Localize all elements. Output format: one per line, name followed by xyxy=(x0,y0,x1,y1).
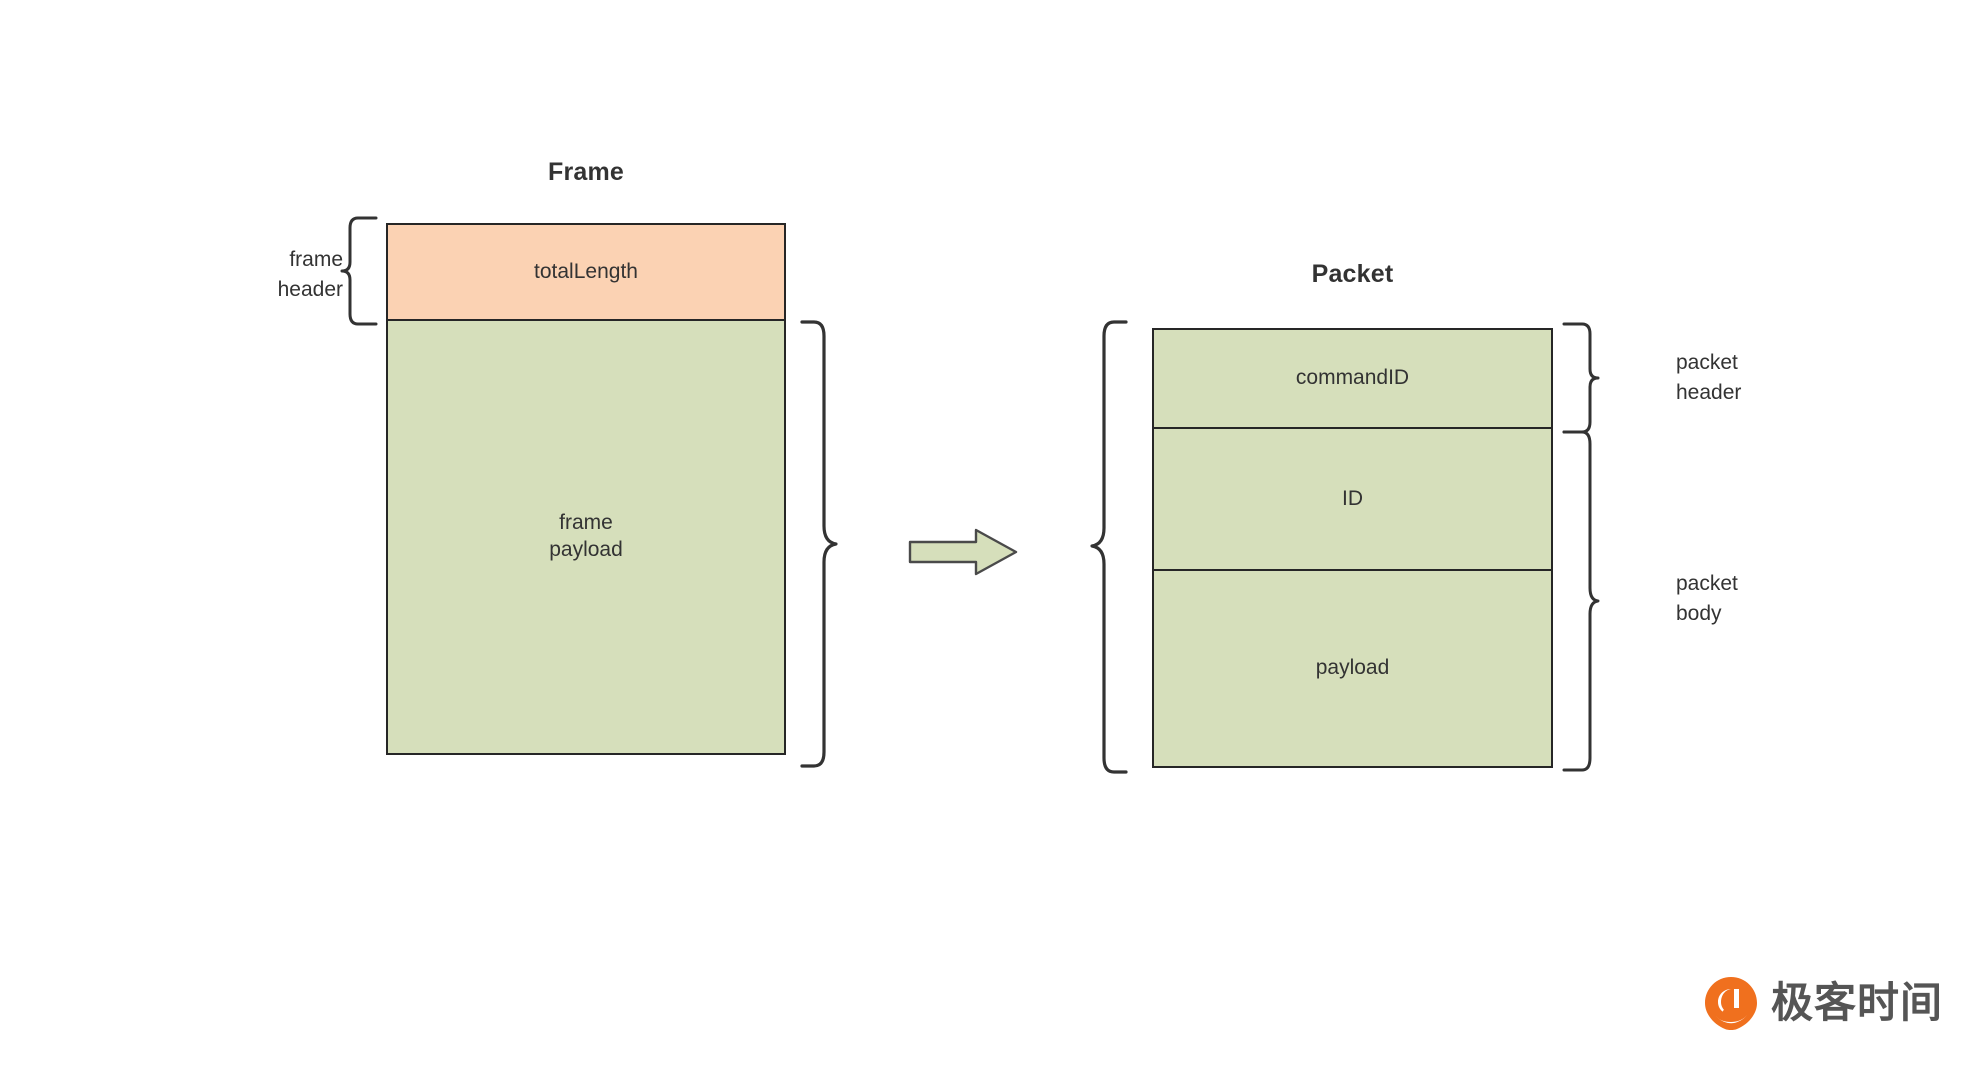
frame-payload-brace xyxy=(800,320,838,768)
frame-title: Frame xyxy=(547,158,625,186)
packet-header-label-line2: header xyxy=(1676,380,1742,404)
packet-title: Packet xyxy=(1311,260,1394,288)
packet-structure-box: commandID ID payload xyxy=(1152,328,1553,768)
packet-cell-command-id: commandID xyxy=(1154,330,1551,429)
frame-cell-total-length: totalLength xyxy=(388,225,784,321)
frame-cell-payload-label: frame payload xyxy=(549,510,623,564)
packet-cell-id-label: ID xyxy=(1342,486,1363,510)
frame-cell-payload: frame payload xyxy=(388,321,784,753)
packet-body-label-line1: packet xyxy=(1676,572,1738,595)
packet-cell-payload: payload xyxy=(1154,571,1551,766)
packet-cell-command-id-label: commandID xyxy=(1295,366,1410,390)
packet-header-bracket xyxy=(1562,322,1600,434)
frame-header-label-line1: frame xyxy=(289,248,343,271)
packet-cell-payload-label: payload xyxy=(1315,656,1390,680)
packet-cell-id: ID xyxy=(1154,429,1551,571)
right-arrow-icon xyxy=(908,528,1018,576)
packet-header-label: packet header xyxy=(1676,348,1741,408)
geektime-logo: 极客时间 xyxy=(1703,975,1943,1031)
packet-body-label-line2: body xyxy=(1676,601,1722,625)
frame-structure-box: totalLength frame payload xyxy=(386,223,786,755)
packet-whole-brace xyxy=(1090,320,1128,774)
logo-text: 极客时间 xyxy=(1771,978,1944,1027)
geektime-circle-icon xyxy=(1705,977,1757,1031)
packet-body-label: packet body xyxy=(1676,569,1738,629)
packet-body-bracket xyxy=(1562,430,1600,772)
packet-header-label-line1: packet xyxy=(1676,351,1738,374)
frame-header-bracket xyxy=(340,216,378,326)
frame-payload-line1: frame xyxy=(559,511,613,535)
frame-cell-total-length-label: totalLength xyxy=(534,259,638,283)
frame-header-label: frame header xyxy=(213,245,343,305)
frame-header-label-line2: header xyxy=(277,277,343,301)
frame-payload-line2: payload xyxy=(549,538,623,561)
